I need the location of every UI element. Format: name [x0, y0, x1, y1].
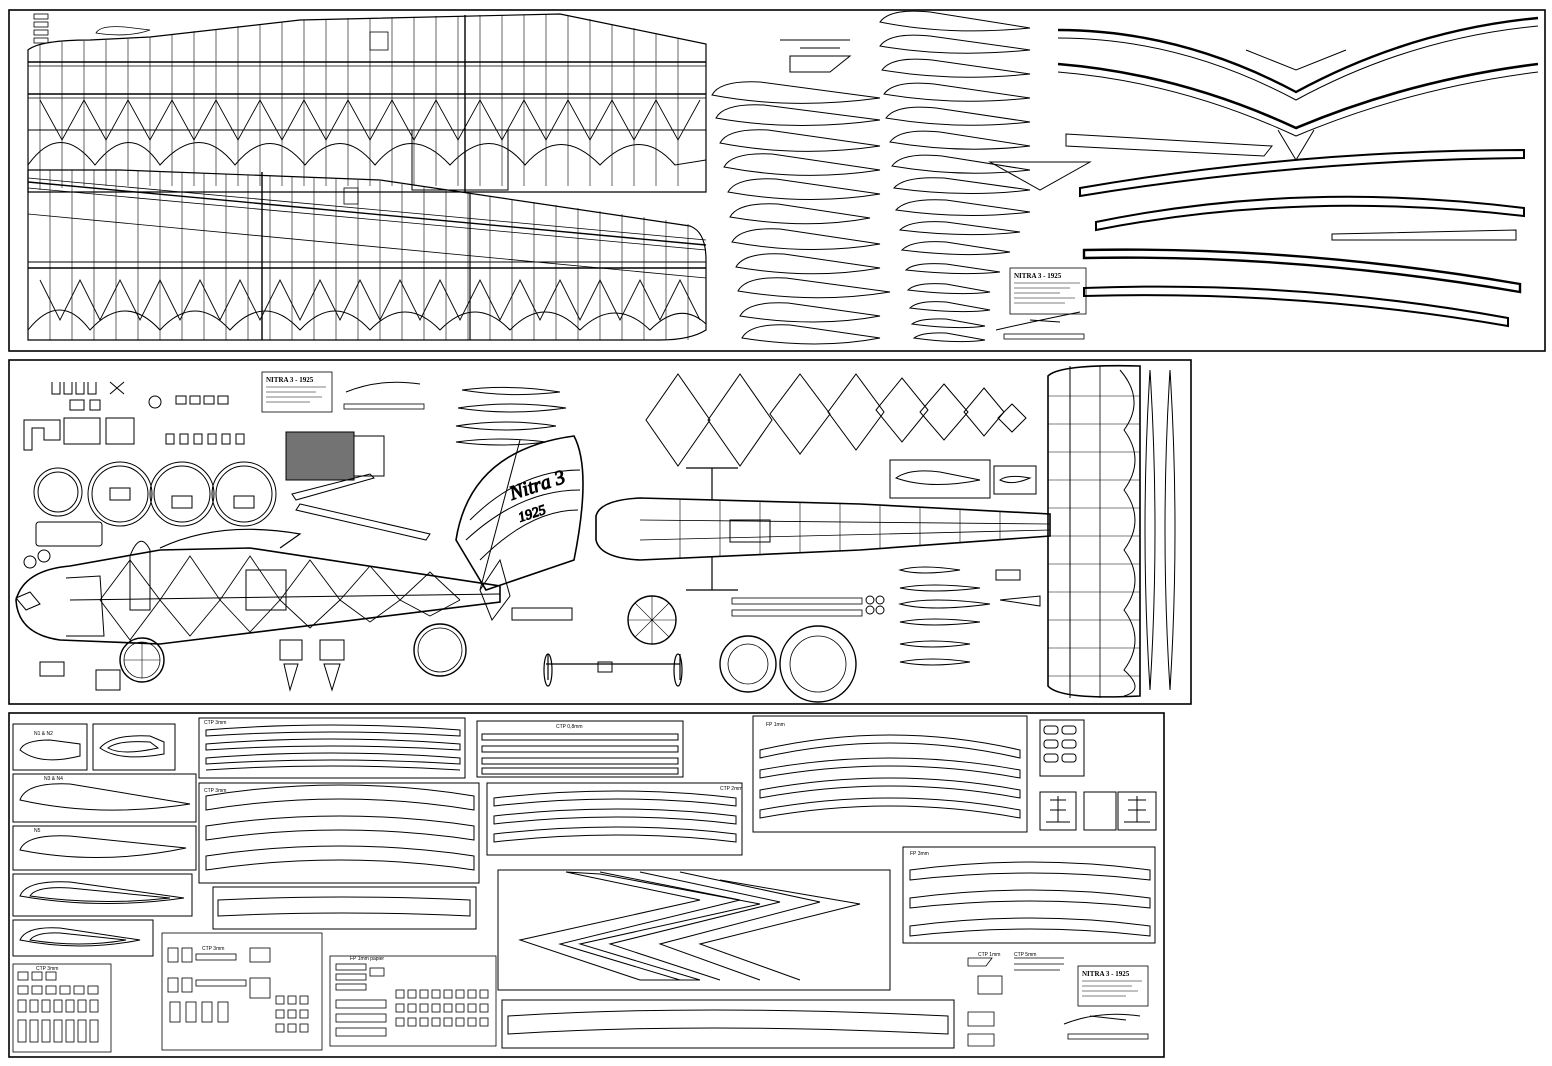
title-block-1: NITRA 3 - 1925	[995, 267, 1087, 340]
airfoil-box	[889, 459, 1037, 499]
parts-sheet-panel: N1 & N2 N3 & N4 N5 CTP 3mm CTP 3mm CTP 2…	[8, 712, 1165, 1058]
label-fp-3mm: FP 3mm	[910, 851, 929, 857]
label-n1: N1 & N2	[34, 731, 53, 737]
spar-drawings	[1057, 16, 1539, 328]
label-ctp-3mm-a: CTP 3mm	[204, 720, 226, 726]
label-ctp-08: CTP 0,8mm	[556, 724, 583, 730]
panel-frame	[8, 9, 1546, 352]
label-fp-1mm: FP 1mm	[766, 722, 785, 728]
nose-templates	[12, 723, 197, 957]
wheels-undercarriage	[543, 595, 885, 703]
small-fittings	[39, 607, 573, 692]
strip-parts	[198, 715, 1156, 1049]
panel-frame	[8, 712, 1165, 1058]
label-ctp-3mm-b: CTP 3mm	[204, 788, 226, 794]
small-pieces-right	[967, 957, 1064, 1047]
small-parts-sheet	[12, 932, 497, 1053]
rib-profiles-right	[879, 10, 1092, 343]
fuselage-plan-panel: NITRA 3 - 1925	[8, 359, 1192, 705]
panel-frame	[8, 359, 1192, 705]
fin-rudder-side: Nitra 3 1925	[455, 435, 584, 591]
fuselage-top-view	[595, 467, 1051, 591]
title-block-2: NITRA 3 - 1925	[261, 371, 425, 413]
title-block-2-title: NITRA 3 - 1925	[266, 376, 314, 384]
emblem-parts	[1039, 719, 1157, 831]
horizontal-tail-plan	[1047, 364, 1176, 698]
parts-labels: N1 & N2 N3 & N4 N5 CTP 3mm CTP 3mm CTP 2…	[34, 720, 1036, 972]
title-block-1-title: NITRA 3 - 1925	[1014, 272, 1062, 280]
label-ctp-3mm-d: CTP 3mm	[36, 966, 58, 972]
small-parts-topleft	[23, 381, 245, 451]
label-ctp-2mm: CTP 2mm	[720, 786, 742, 792]
upper-wing-plan	[27, 13, 707, 193]
title-block-3: NITRA 3 - 1925	[1063, 965, 1149, 1040]
label-ctp-1mm: CTP 1mm	[978, 952, 1000, 958]
tail-ribs	[898, 566, 1041, 666]
interplane-struts	[455, 386, 567, 446]
lower-wing-plan	[27, 169, 707, 341]
fuselage-side-view	[15, 528, 511, 683]
label-ctp-3mm-c: CTP 3mm	[202, 946, 224, 952]
fuselage-script: Nitra 3	[506, 466, 568, 505]
title-block-3-title: NITRA 3 - 1925	[1082, 970, 1130, 978]
hatched-panel	[285, 431, 355, 481]
label-n2: N3 & N4	[44, 776, 63, 782]
label-ctp-5mm: CTP 5mm	[1014, 952, 1036, 958]
fuselage-year: 1925	[517, 503, 548, 526]
wing-plan-panel: NITRA 3 - 1925	[8, 9, 1546, 352]
label-fp-papier: FP 1mm papier	[350, 956, 384, 962]
diamond-templates	[645, 373, 1027, 467]
gauge-faces	[23, 461, 277, 569]
rib-profiles-left	[711, 39, 891, 345]
strut-parts	[291, 473, 431, 541]
label-n3: N5	[34, 828, 41, 834]
